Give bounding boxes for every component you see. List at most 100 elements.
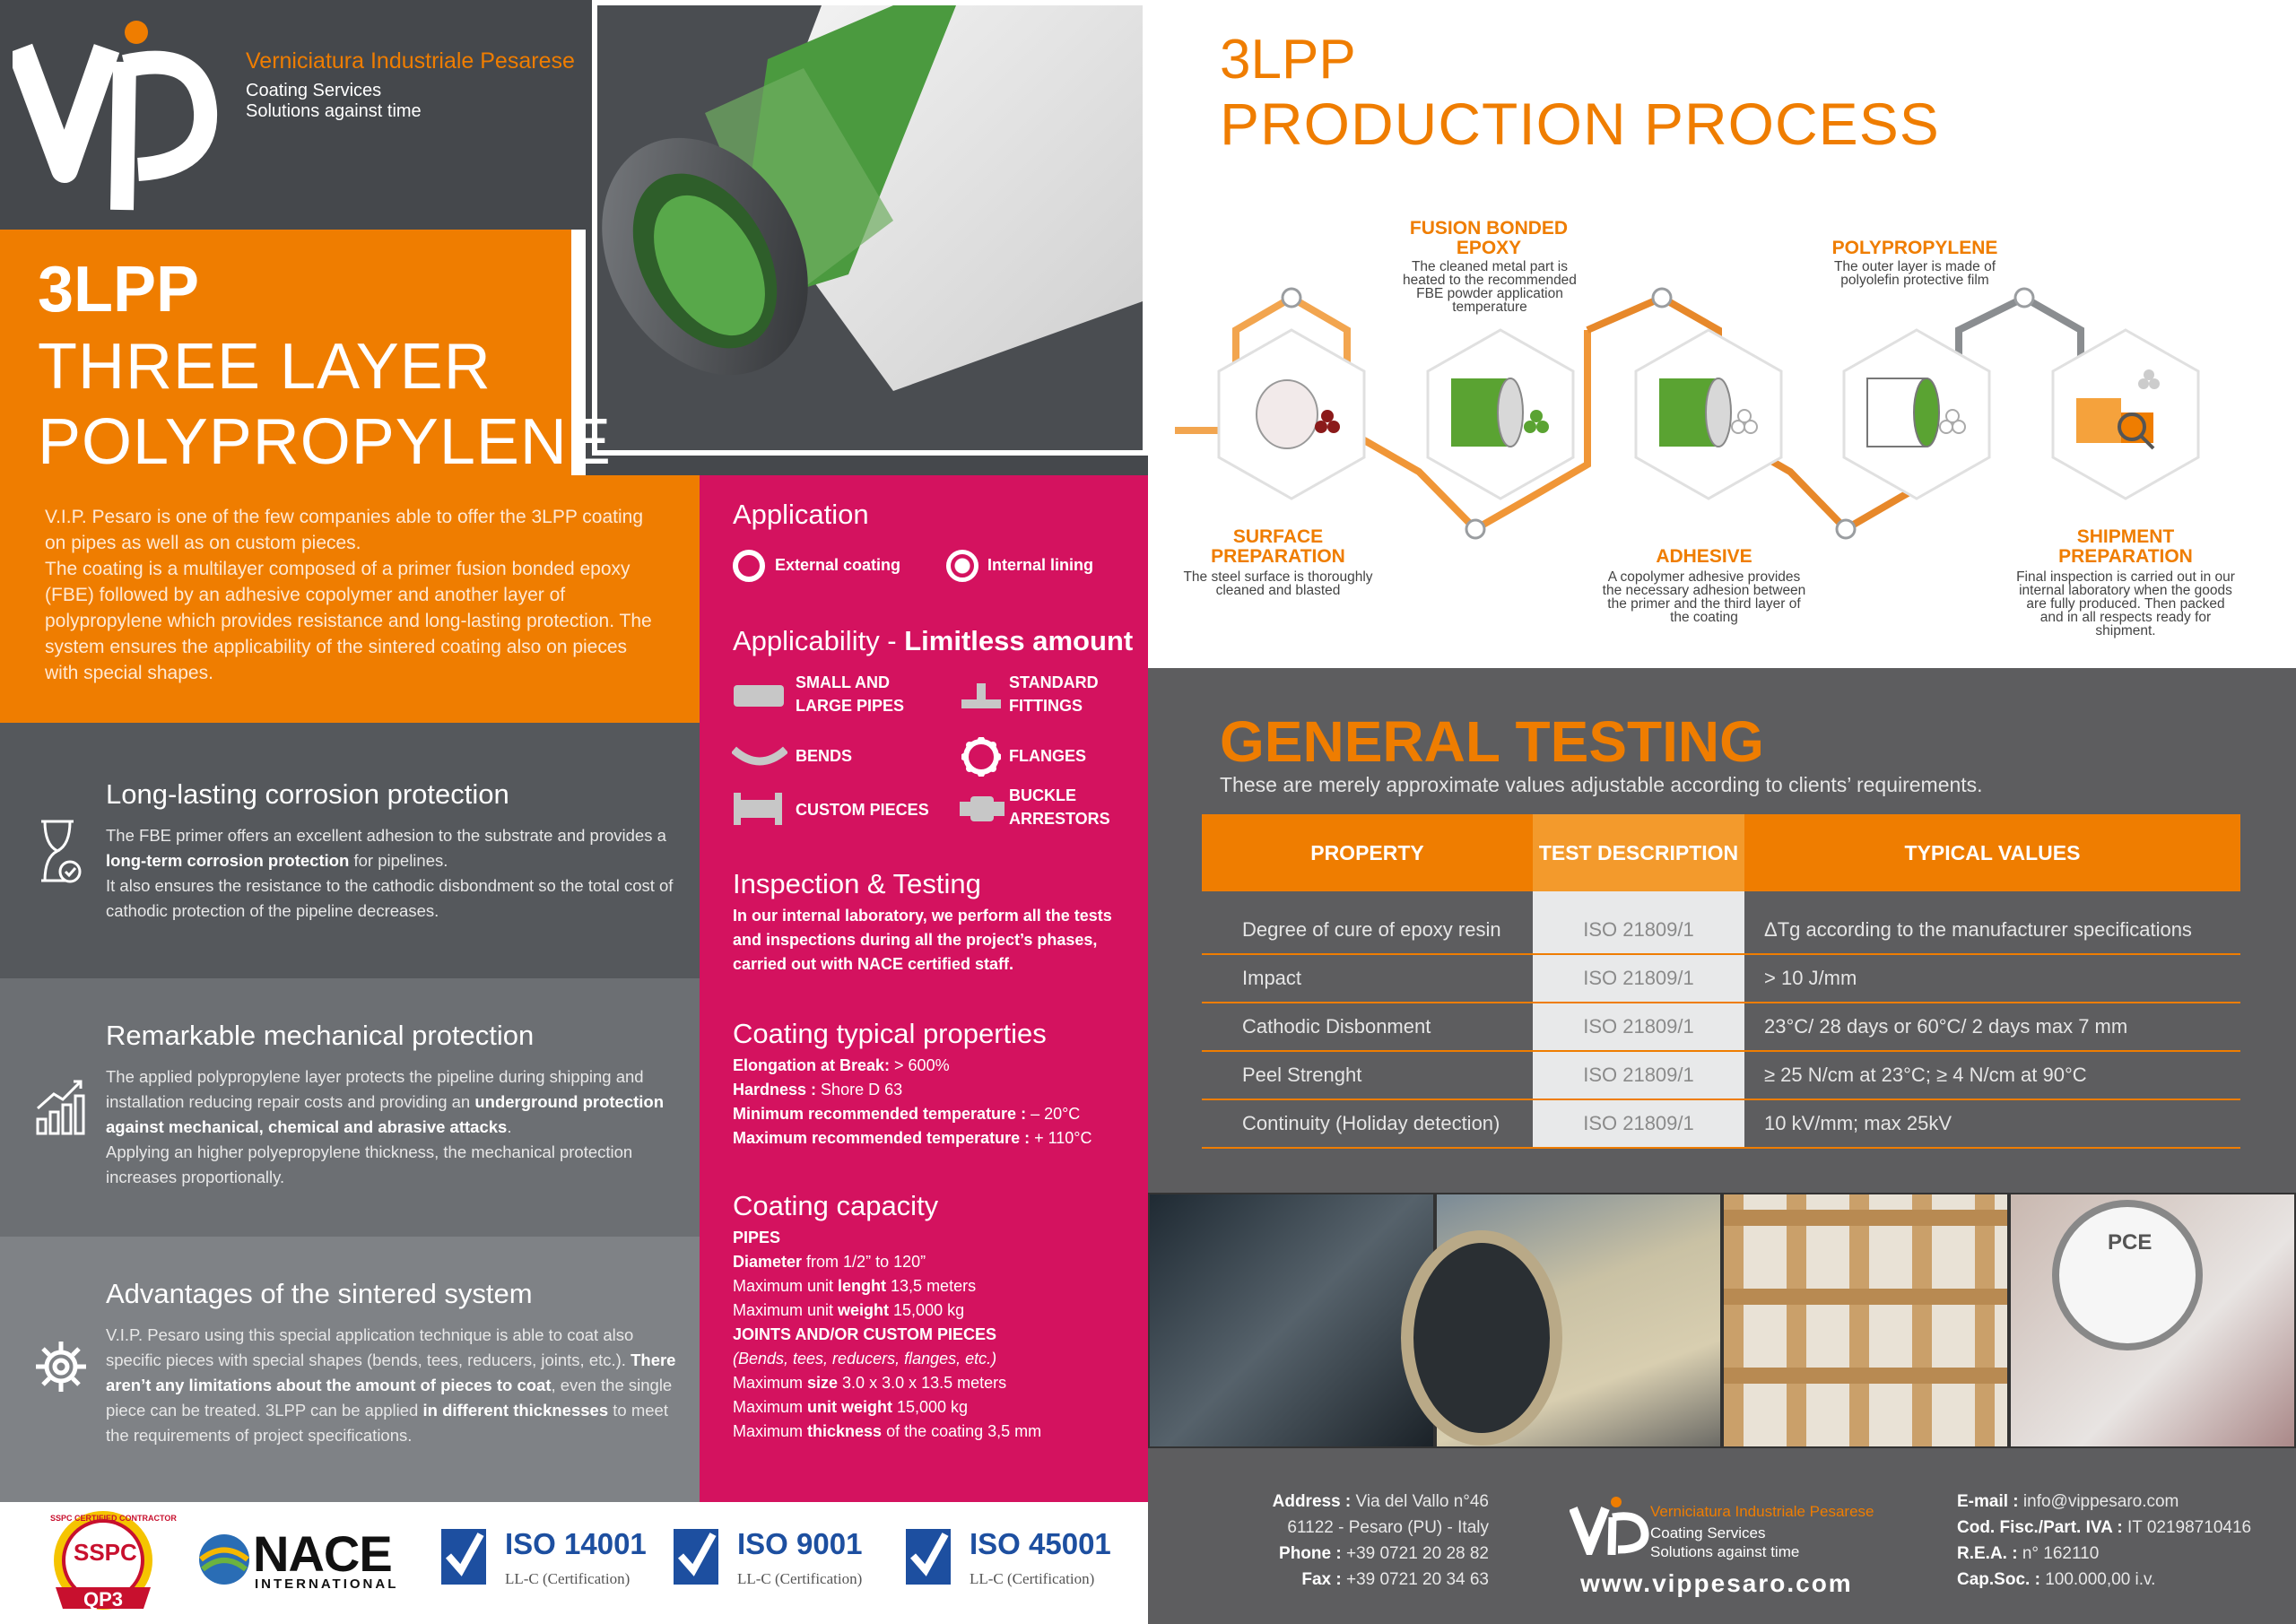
company-name: Verniciatura Industriale Pesarese <box>246 48 575 74</box>
applicability-fittings: STANDARD FITTINGS <box>1009 673 1099 715</box>
feature-1-text: The FBE primer offers an excellent adhes… <box>106 826 674 920</box>
shipment-hex <box>2051 328 2200 500</box>
photo-hardness-gauge: PCE <box>2011 1194 2294 1446</box>
properties-list: Elongation at Break: > 600% Hardness : S… <box>733 1054 1136 1151</box>
title-bold: 3LPP <box>38 254 200 326</box>
capacity-thickness: Maximum thickness of the coating 3,5 mm <box>733 1422 1042 1440</box>
nace-logo-text: NACE <box>253 1525 393 1582</box>
inspection-heading: Inspection & Testing <box>733 868 981 899</box>
feature-3-title: Advantages of the sintered system <box>106 1278 533 1309</box>
iso-14001-name: ISO 14001 <box>505 1527 647 1560</box>
step-fbe-desc: The cleaned metal part is heated to the … <box>1403 259 1577 315</box>
header-property: PROPERTY <box>1202 814 1533 891</box>
intro-text: V.I.P. Pesaro is one of the few companie… <box>45 504 664 686</box>
footer <box>1148 1448 2296 1624</box>
step-shipment-title: SHIPMENT PREPARATION <box>2058 526 2193 567</box>
polypropylene-hex <box>1842 328 1991 500</box>
hourglass-check-icon <box>41 820 82 883</box>
capacity-heading: Coating capacity <box>733 1190 939 1221</box>
title-band <box>0 230 571 475</box>
pipe-icon <box>734 685 784 707</box>
testing-table: PROPERTY TEST DESCRIPTION TYPICAL VALUES… <box>1202 814 2240 1149</box>
capacity-length: Maximum unit lenght 13,5 meters <box>733 1277 977 1295</box>
iso-45001-name: ISO 45001 <box>970 1527 1111 1560</box>
internal-lining-icon <box>946 550 978 582</box>
iso-9001-check-icon <box>674 1529 718 1585</box>
iso-9001-name: ISO 9001 <box>737 1527 863 1560</box>
footer-company-info: E-mail : info@vippesaro.com Cod. Fisc./P… <box>1957 1492 2252 1589</box>
step-surface-title: SURFACE PREPARATION <box>1211 526 1345 567</box>
sspc-mark: SSPC <box>74 1539 137 1566</box>
applicability-buckle: BUCKLE ARRESTORS <box>1009 786 1110 828</box>
properties-heading: Coating typical properties <box>733 1018 1047 1049</box>
sspc-qp3: QP3 <box>83 1588 124 1611</box>
applicability-flanges: FLANGES <box>1009 747 1087 765</box>
tagline-1: Coating Services <box>246 81 382 100</box>
bend-icon <box>732 746 787 766</box>
email-link[interactable]: info@vippesaro.com <box>2022 1492 2179 1511</box>
nace-sub-text: INTERNATIONAL <box>255 1576 399 1592</box>
external-coating-icon <box>733 550 765 582</box>
iso-9001-sub: LL-C (Certification) <box>737 1570 863 1587</box>
external-coating-label: External coating <box>775 556 901 574</box>
footer-company: Verniciatura Industriale Pesarese <box>1650 1503 1874 1520</box>
capacity-pipes-label: PIPES <box>733 1229 781 1246</box>
feature-3-text: V.I.P. Pesaro using this special applica… <box>106 1325 676 1445</box>
property-min-temp: Minimum recommended temperature : – 20°C <box>733 1105 1081 1123</box>
title-line-2: THREE LAYER <box>38 331 491 403</box>
nace-globe-icon <box>199 1534 249 1585</box>
applicability-pipes: SMALL AND LARGE PIPES <box>796 673 905 715</box>
capacity-joints-note: (Bends, tees, reducers, flanges, etc.) <box>733 1350 997 1368</box>
footer-address: Address : Via del Vallo n°46 61122 - Pes… <box>1272 1492 1489 1589</box>
custom-piece-icon <box>734 793 782 825</box>
step-pp-title: POLYPROPYLENE <box>1831 238 1998 258</box>
fitting-icon <box>961 683 1001 708</box>
pipe-illustration <box>602 5 1143 391</box>
sspc-badge <box>54 1511 152 1610</box>
capacity-list: PIPES Diameter from 1/2” to 120” Maximum… <box>733 1226 1136 1444</box>
feature-2-title: Remarkable mechanical protection <box>106 1020 535 1051</box>
step-shipment-desc: Final inspection is carried out in our i… <box>2016 569 2235 638</box>
header-test-description: TEST DESCRIPTION <box>1533 814 1744 891</box>
step-fbe-title: FUSION BONDED EPOXY <box>1409 218 1569 258</box>
table-row: Continuity (Holiday detection)ISO 21809/… <box>1202 1099 2240 1149</box>
process-title-1: 3LPP <box>1220 29 1356 91</box>
application-heading: Application <box>733 499 869 530</box>
capacity-joints-label: JOINTS AND/OR CUSTOM PIECES <box>733 1325 997 1343</box>
certifications-bar <box>0 1502 1148 1624</box>
website-link[interactable]: www.vippesaro.com <box>1580 1569 1853 1597</box>
gear-icon <box>36 1342 86 1392</box>
iso-14001-check-icon <box>441 1529 486 1585</box>
intro-paragraph-2: The coating is a multilayer composed of … <box>45 559 652 683</box>
tagline-2: Solutions against time <box>246 101 422 121</box>
testing-subtitle: These are merely approximate values adju… <box>1220 773 1983 796</box>
capacity-unit-weight: Maximum unit weight 15,000 kg <box>733 1398 969 1416</box>
property-elongation: Elongation at Break: > 600% <box>733 1056 950 1074</box>
step-adhesive-desc: A copolymer adhesive provides the necess… <box>1602 569 1806 625</box>
property-hardness: Hardness : Shore D 63 <box>733 1081 903 1099</box>
gauge-brand: PCE <box>2108 1230 2152 1255</box>
fbe-hex <box>1426 328 1575 500</box>
surface-preparation-hex <box>1217 328 1366 500</box>
photo-spray-booth <box>1150 1194 1433 1446</box>
capacity-diameter: Diameter from 1/2” to 120” <box>733 1253 926 1271</box>
feature-2-text: The applied polypropylene layer protects… <box>106 1067 665 1186</box>
step-adhesive-title: ADHESIVE <box>1656 546 1752 567</box>
applicability-heading: Applicability - Limitless amount <box>733 625 1134 656</box>
intro-paragraph-1: V.I.P. Pesaro is one of the few companie… <box>45 507 644 553</box>
internal-lining-label: Internal lining <box>987 556 1094 574</box>
adhesive-hex <box>1634 328 1783 500</box>
feature-panel-3 <box>0 1237 700 1502</box>
details-panel <box>700 475 1148 1502</box>
step-surface-desc: The steel surface is thoroughly cleaned … <box>1183 569 1373 598</box>
feature-panel-2 <box>0 978 700 1237</box>
iso-45001-check-icon <box>906 1529 951 1585</box>
growth-chart-icon <box>36 1080 85 1135</box>
footer-vip-logo <box>1570 1497 1649 1555</box>
title-line-3: POLYPROPYLENE <box>38 406 612 478</box>
footer-tagline-1: Coating Services <box>1650 1524 1766 1541</box>
capacity-size: Maximum size 3.0 x 3.0 x 13.5 meters <box>733 1374 1007 1392</box>
applicability-bends: BENDS <box>796 747 853 765</box>
testing-title: GENERAL TESTING <box>1220 709 1764 774</box>
